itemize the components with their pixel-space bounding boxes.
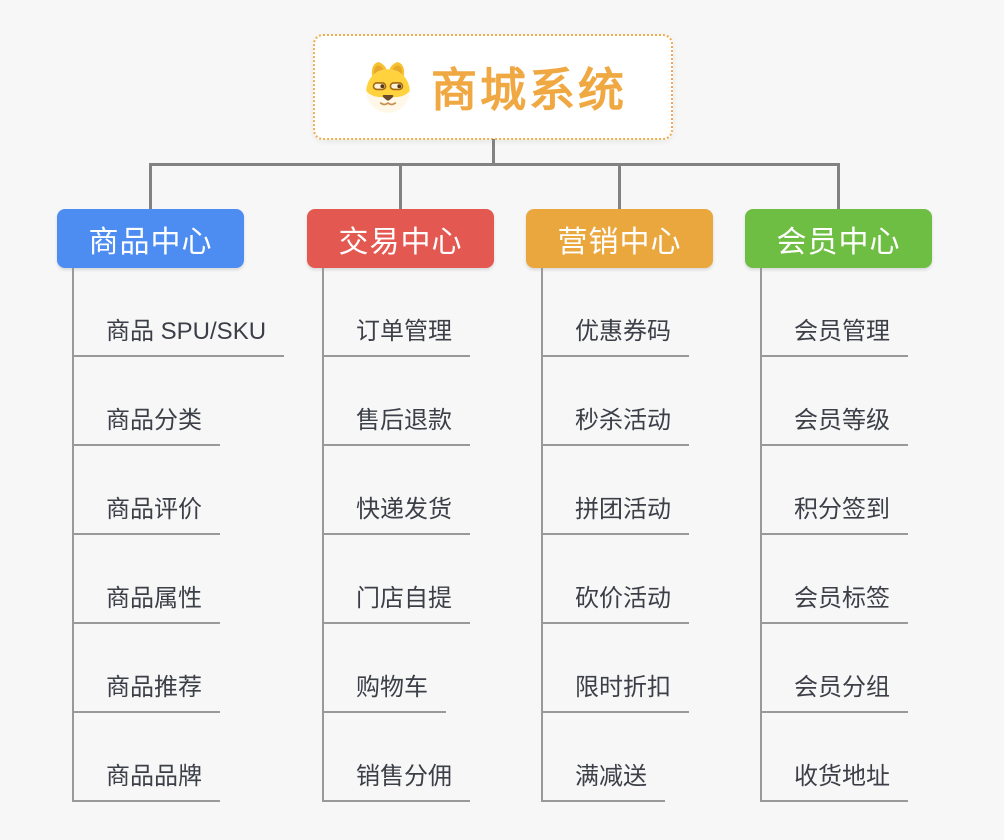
connector-drop-marketing: [618, 163, 621, 210]
subtopic-sales-commission[interactable]: 销售分佣: [322, 713, 470, 802]
subtopic-goods-recommend[interactable]: 商品推荐: [72, 624, 284, 713]
connector-horizontal-bar: [149, 163, 840, 166]
branch-marketing-center: 营销中心 优惠券码 秒杀活动 拼团活动 砍价活动 限时折扣 满减送: [526, 209, 776, 809]
connector-drop-trade: [399, 163, 402, 210]
branch-trade-center: 交易中心 订单管理 售后退款 快递发货 门店自提 购物车 销售分佣: [307, 209, 557, 809]
category-box-marketing[interactable]: 营销中心: [526, 209, 713, 268]
subtopic-coupon-code[interactable]: 优惠券码: [541, 268, 689, 357]
subtopic-shipping-address[interactable]: 收货地址: [760, 713, 908, 802]
branch-goods-center: 商品中心 商品 SPU/SKU 商品分类 商品评价 商品属性 商品推荐 商品品牌: [57, 209, 307, 809]
subtopic-member-tag[interactable]: 会员标签: [760, 535, 908, 624]
dog-face-icon: [366, 62, 410, 113]
subtopic-member-group[interactable]: 会员分组: [760, 624, 908, 713]
connector-root-stub: [492, 139, 495, 165]
subtopic-shopping-cart[interactable]: 购物车: [322, 624, 470, 713]
category-box-member[interactable]: 会员中心: [745, 209, 932, 268]
subtopic-group-buy[interactable]: 拼团活动: [541, 446, 689, 535]
branch-line: [760, 268, 762, 802]
subtopic-goods-category[interactable]: 商品分类: [72, 357, 284, 446]
subtopic-goods-attribute[interactable]: 商品属性: [72, 535, 284, 624]
subtopic-member-level[interactable]: 会员等级: [760, 357, 908, 446]
connector-drop-member: [837, 163, 840, 210]
subtopic-member-management[interactable]: 会员管理: [760, 268, 908, 357]
branch-line: [541, 268, 543, 802]
category-box-goods[interactable]: 商品中心: [57, 209, 244, 268]
subtopic-full-reduction[interactable]: 满减送: [541, 713, 689, 802]
root-topic[interactable]: 商城系统: [313, 34, 673, 140]
subtopic-express-delivery[interactable]: 快递发货: [322, 446, 470, 535]
subtopic-aftersale-refund[interactable]: 售后退款: [322, 357, 470, 446]
branch-line: [72, 268, 74, 802]
connector-drop-goods: [149, 163, 152, 210]
branch-member-center: 会员中心 会员管理 会员等级 积分签到 会员标签 会员分组 收货地址: [745, 209, 995, 809]
root-topic-title: 商城系统: [431, 64, 627, 116]
subtopic-goods-spu-sku[interactable]: 商品 SPU/SKU: [72, 268, 285, 357]
subtopic-store-pickup[interactable]: 门店自提: [322, 535, 470, 624]
subtopic-limited-time-discount[interactable]: 限时折扣: [541, 624, 689, 713]
branch-line: [322, 268, 324, 802]
subtopic-order-management[interactable]: 订单管理: [322, 268, 470, 357]
subtopic-flash-sale[interactable]: 秒杀活动: [541, 357, 689, 446]
subtopic-goods-brand[interactable]: 商品品牌: [72, 713, 284, 802]
subtopic-goods-review[interactable]: 商品评价: [72, 446, 284, 535]
subtopic-bargain-activity[interactable]: 砍价活动: [541, 535, 689, 624]
subtopic-points-checkin[interactable]: 积分签到: [760, 446, 908, 535]
category-box-trade[interactable]: 交易中心: [307, 209, 494, 268]
